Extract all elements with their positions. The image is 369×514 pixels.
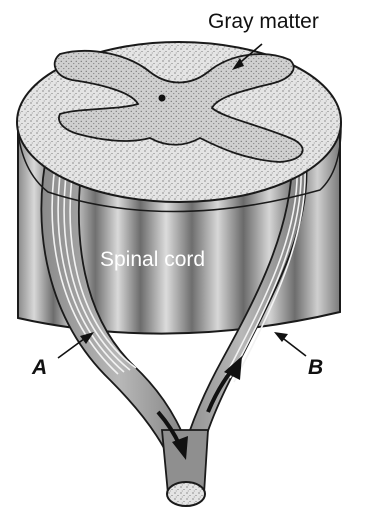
central-canal xyxy=(159,95,166,102)
nerve-a-label: A xyxy=(31,356,47,379)
spinal-cord-label: Spinal cord xyxy=(100,248,205,271)
nerve-trunk-end xyxy=(167,482,205,506)
gray-matter-label: Gray matter xyxy=(208,10,319,33)
nerve-b-label: B xyxy=(308,356,323,379)
